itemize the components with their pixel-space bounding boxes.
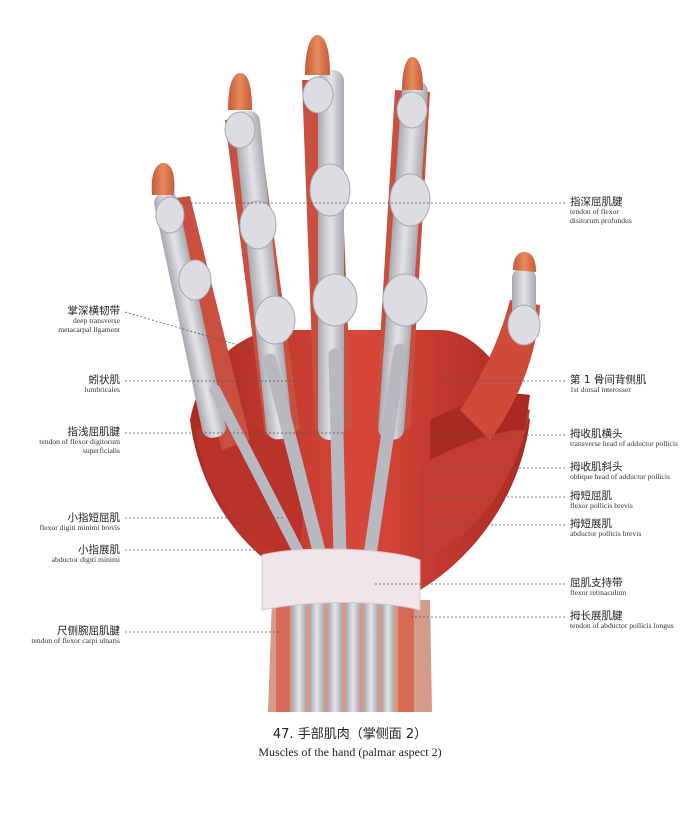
label-lumbricales: 蚓状肌 lumbricales [84, 374, 120, 395]
label-oblique-head-adductor: 拇收肌斜头 oblique head of adductor pollicis [570, 461, 670, 482]
figure-caption-english: Muscles of the hand (palmar aspect 2) [258, 745, 442, 759]
label-fdp-tendon: 指深屈肌腱 tendon of flexor disitorum profund… [570, 196, 632, 225]
label-transverse-head-adductor: 拇收肌横头 transverse head of adductor pollic… [570, 428, 678, 449]
label-deep-transverse-ligament: 掌深横韧带 deep transverse metacarpal ligamen… [58, 305, 120, 334]
label-fds-tendon: 指浅屈肌腱 tendon of flexor digitorum superfi… [39, 426, 120, 455]
forearm [268, 600, 432, 712]
palm-tendons [209, 343, 407, 562]
finger-index [375, 57, 431, 440]
thumb [460, 252, 541, 440]
flexor-retinaculum [261, 548, 421, 611]
label-flexor-digiti-minimi-brevis: 小指短屈肌 flexor digiti minimi brevis [39, 512, 120, 533]
finger-middle [302, 35, 358, 440]
finger-ring [224, 73, 300, 440]
label-flexor-retinaculum: 屈肌支持带 flexor retinaculum [570, 577, 627, 598]
leader-lines-right [180, 202, 565, 618]
finger-little [151, 163, 250, 450]
label-flexor-pollicis-brevis: 拇短屈肌 flexor pollicis brevis [570, 490, 633, 511]
label-fcu-tendon: 尺侧腕屈肌腱 tendon of flexor carpi ulnaris [31, 625, 120, 646]
leader-lines-left [124, 311, 345, 633]
label-abductor-pollicis-brevis: 拇短展肌 abductor pollicis brevis [570, 518, 642, 539]
label-abductor-digiti-minimi: 小指展肌 abductor digiti minimi [51, 544, 120, 565]
label-1st-dorsal-interosseous: 第 1 骨间背侧肌 1st dorsal interosser [570, 374, 647, 395]
label-apl-tendon: 拇长展肌腱 tendon of abductor pollicis longus [570, 610, 674, 631]
figure-caption-number: 47. 手部肌肉（掌侧面 2） [272, 727, 428, 742]
